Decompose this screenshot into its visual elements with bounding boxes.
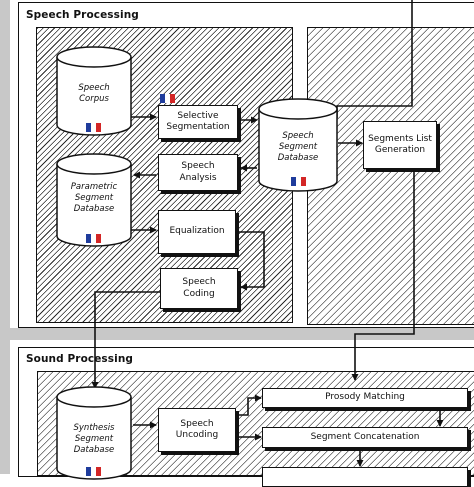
next-process-box-partial xyxy=(262,467,468,487)
prosody-matching-label: Prosody Matching xyxy=(325,392,405,403)
top-feed-line xyxy=(336,0,413,118)
cylinder-shape xyxy=(56,386,132,480)
speech-coding-label: Speech Coding xyxy=(182,277,216,299)
french-flag-icon xyxy=(160,94,175,103)
french-flag-icon xyxy=(291,177,306,186)
uncoding-to-prosody xyxy=(236,394,262,416)
speech-segment-db: Speech Segment Database xyxy=(256,97,340,193)
french-flag-icon xyxy=(86,467,101,476)
speech-analysis-box: Speech Analysis xyxy=(158,154,238,191)
prosody-matching-box: Prosody Matching xyxy=(262,388,468,408)
connectors xyxy=(91,0,444,467)
cylinder-shape xyxy=(56,153,132,247)
sound-processing-title: Sound Processing xyxy=(26,353,134,365)
speech-coding-box: Speech Coding xyxy=(160,268,238,309)
speech-processing-title: Speech Processing xyxy=(26,9,139,21)
synthesis-segment-db-label: Synthesis Segment Database xyxy=(73,423,115,456)
cylinder-shape xyxy=(258,98,338,192)
equalization-label: Equalization xyxy=(169,226,225,237)
parametric-segment-db-label: Parametric Segment Database xyxy=(70,182,118,215)
speech-uncoding-label: Speech Uncoding xyxy=(175,418,219,440)
equalization-box: Equalization xyxy=(158,210,236,254)
french-flag-icon xyxy=(86,123,101,132)
speech-analysis-label: Speech Analysis xyxy=(179,161,217,183)
segments-list-generation-box: Segments List Generation xyxy=(363,121,437,169)
list-to-prosody xyxy=(351,169,415,381)
segments-list-generation-label: Segments List Generation xyxy=(368,133,432,155)
speech-segment-db-label: Speech Segment Database xyxy=(277,131,319,164)
synthesis-segment-db: Synthesis Segment Database xyxy=(54,385,134,481)
outer-grey-frame xyxy=(0,0,10,474)
cylinder-shape xyxy=(56,46,132,136)
speech-uncoding-box: Speech Uncoding xyxy=(158,408,236,452)
segment-concatenation-label: Segment Concatenation xyxy=(310,431,420,442)
french-flag-icon xyxy=(86,234,101,243)
speech-corpus-label: Speech Corpus xyxy=(78,83,110,105)
parametric-segment-db: Parametric Segment Database xyxy=(54,152,134,248)
speech-corpus-db: Speech Corpus xyxy=(54,45,134,137)
equalization-to-coding xyxy=(237,231,265,291)
segment-concatenation-box: Segment Concatenation xyxy=(262,427,468,448)
selective-segmentation-label: Selective Segmentation xyxy=(166,110,230,132)
coding-to-synthesis xyxy=(91,291,160,389)
selective-segmentation-box: Selective Segmentation xyxy=(158,105,238,139)
